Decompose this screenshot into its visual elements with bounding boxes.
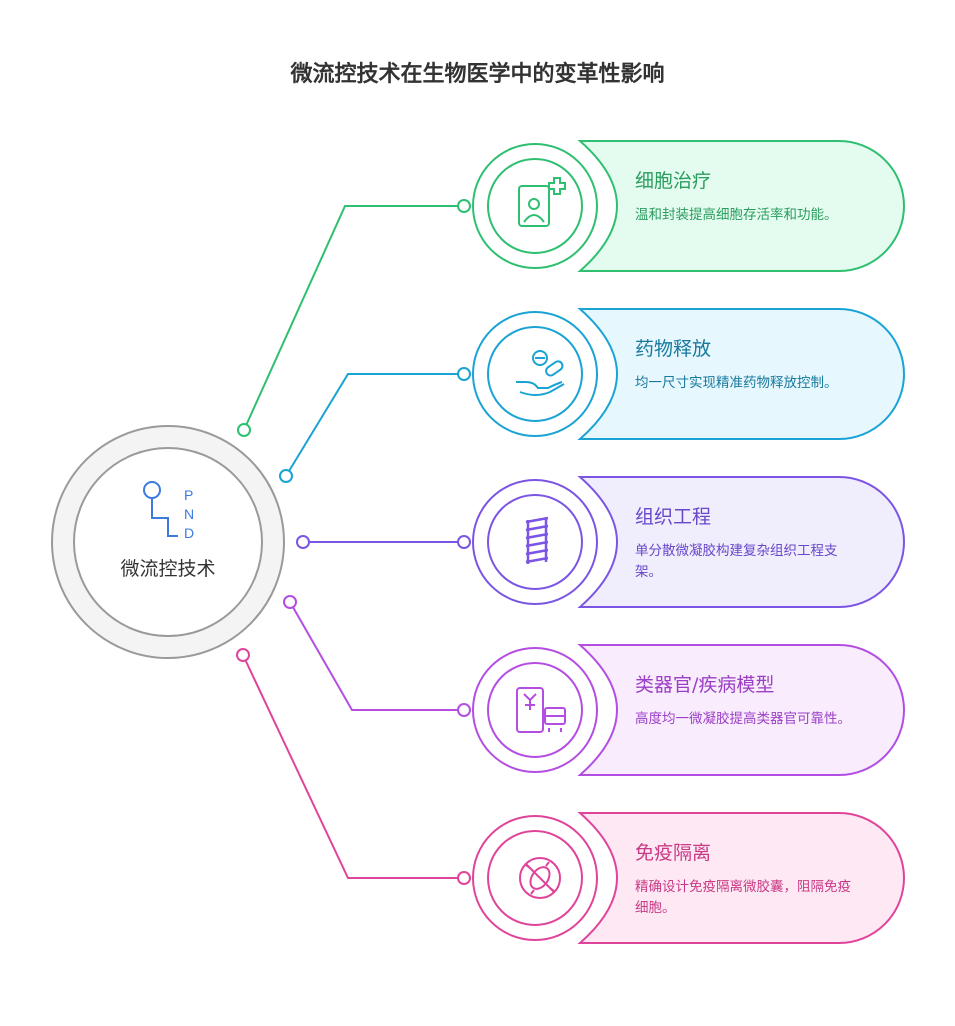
- card-text: 细胞治疗 温和封装提高细胞存活率和功能。: [635, 166, 860, 226]
- connector-end-dot: [457, 535, 471, 549]
- card-4: [472, 644, 905, 776]
- connector-start-dot: [296, 535, 310, 549]
- device-icon: [516, 687, 566, 733]
- card-description: 精确设计免疫隔离微胶囊，阻隔免疫细胞。: [635, 879, 851, 916]
- connector-1: [237, 199, 471, 437]
- scaffold-icon: [525, 516, 549, 564]
- connector-start-dot: [237, 423, 251, 437]
- connector-3: [296, 535, 471, 549]
- card-title: 类器官/疾病模型: [635, 674, 775, 696]
- card-pill: [577, 140, 905, 272]
- card-title: 组织工程: [635, 506, 712, 528]
- card-text: 药物释放 均一尺寸实现精准药物释放控制。: [635, 334, 860, 394]
- connector-end-dot: [457, 367, 471, 381]
- card-5: [472, 812, 905, 944]
- svg-text:P: P: [184, 487, 193, 503]
- patient-plus-icon: [518, 177, 566, 227]
- card-pill: [577, 644, 905, 776]
- connector-start-dot: [283, 595, 297, 609]
- connector-start-dot: [236, 648, 250, 662]
- card-text: 类器官/疾病模型 高度均一微凝胶提高类器官可靠性。: [635, 670, 860, 730]
- no-bacteria-icon: [519, 857, 561, 899]
- connector-4: [283, 595, 471, 717]
- card-pill: [577, 308, 905, 440]
- card-title: 免疫隔离: [635, 842, 712, 864]
- connector-end-dot: [457, 871, 471, 885]
- card-2: [472, 308, 905, 440]
- connector-start-dot: [279, 469, 293, 483]
- card-description: 高度均一微凝胶提高类器官可靠性。: [635, 711, 851, 727]
- card-pill: [577, 812, 905, 944]
- connector-2: [279, 367, 471, 483]
- card-text: 组织工程 单分散微凝胶构建复杂组织工程支架。: [635, 502, 860, 583]
- connector-end-dot: [457, 703, 471, 717]
- connector-end-dot: [457, 199, 471, 213]
- gear-shift-icon: P N D: [143, 481, 194, 541]
- card-3: [472, 476, 905, 608]
- card-pill: [577, 476, 905, 608]
- connector-5: [236, 648, 471, 885]
- hand-pills-icon: [516, 350, 565, 396]
- svg-text:N: N: [184, 506, 194, 522]
- card-text: 免疫隔离 精确设计免疫隔离微胶囊，阻隔免疫细胞。: [635, 838, 860, 919]
- page-title: 微流控技术在生物医学中的变革性影响: [290, 62, 665, 87]
- svg-text:D: D: [184, 525, 194, 541]
- card-description: 单分散微凝胶构建复杂组织工程支架。: [635, 543, 838, 580]
- card-description: 均一尺寸实现精准药物释放控制。: [635, 375, 838, 391]
- card-1: [472, 140, 905, 272]
- center-label: 微流控技术: [120, 558, 216, 580]
- card-title: 细胞治疗: [635, 170, 712, 192]
- card-description: 温和封装提高细胞存活率和功能。: [635, 207, 838, 223]
- center-node: P N D: [51, 425, 285, 659]
- card-title: 药物释放: [635, 338, 712, 360]
